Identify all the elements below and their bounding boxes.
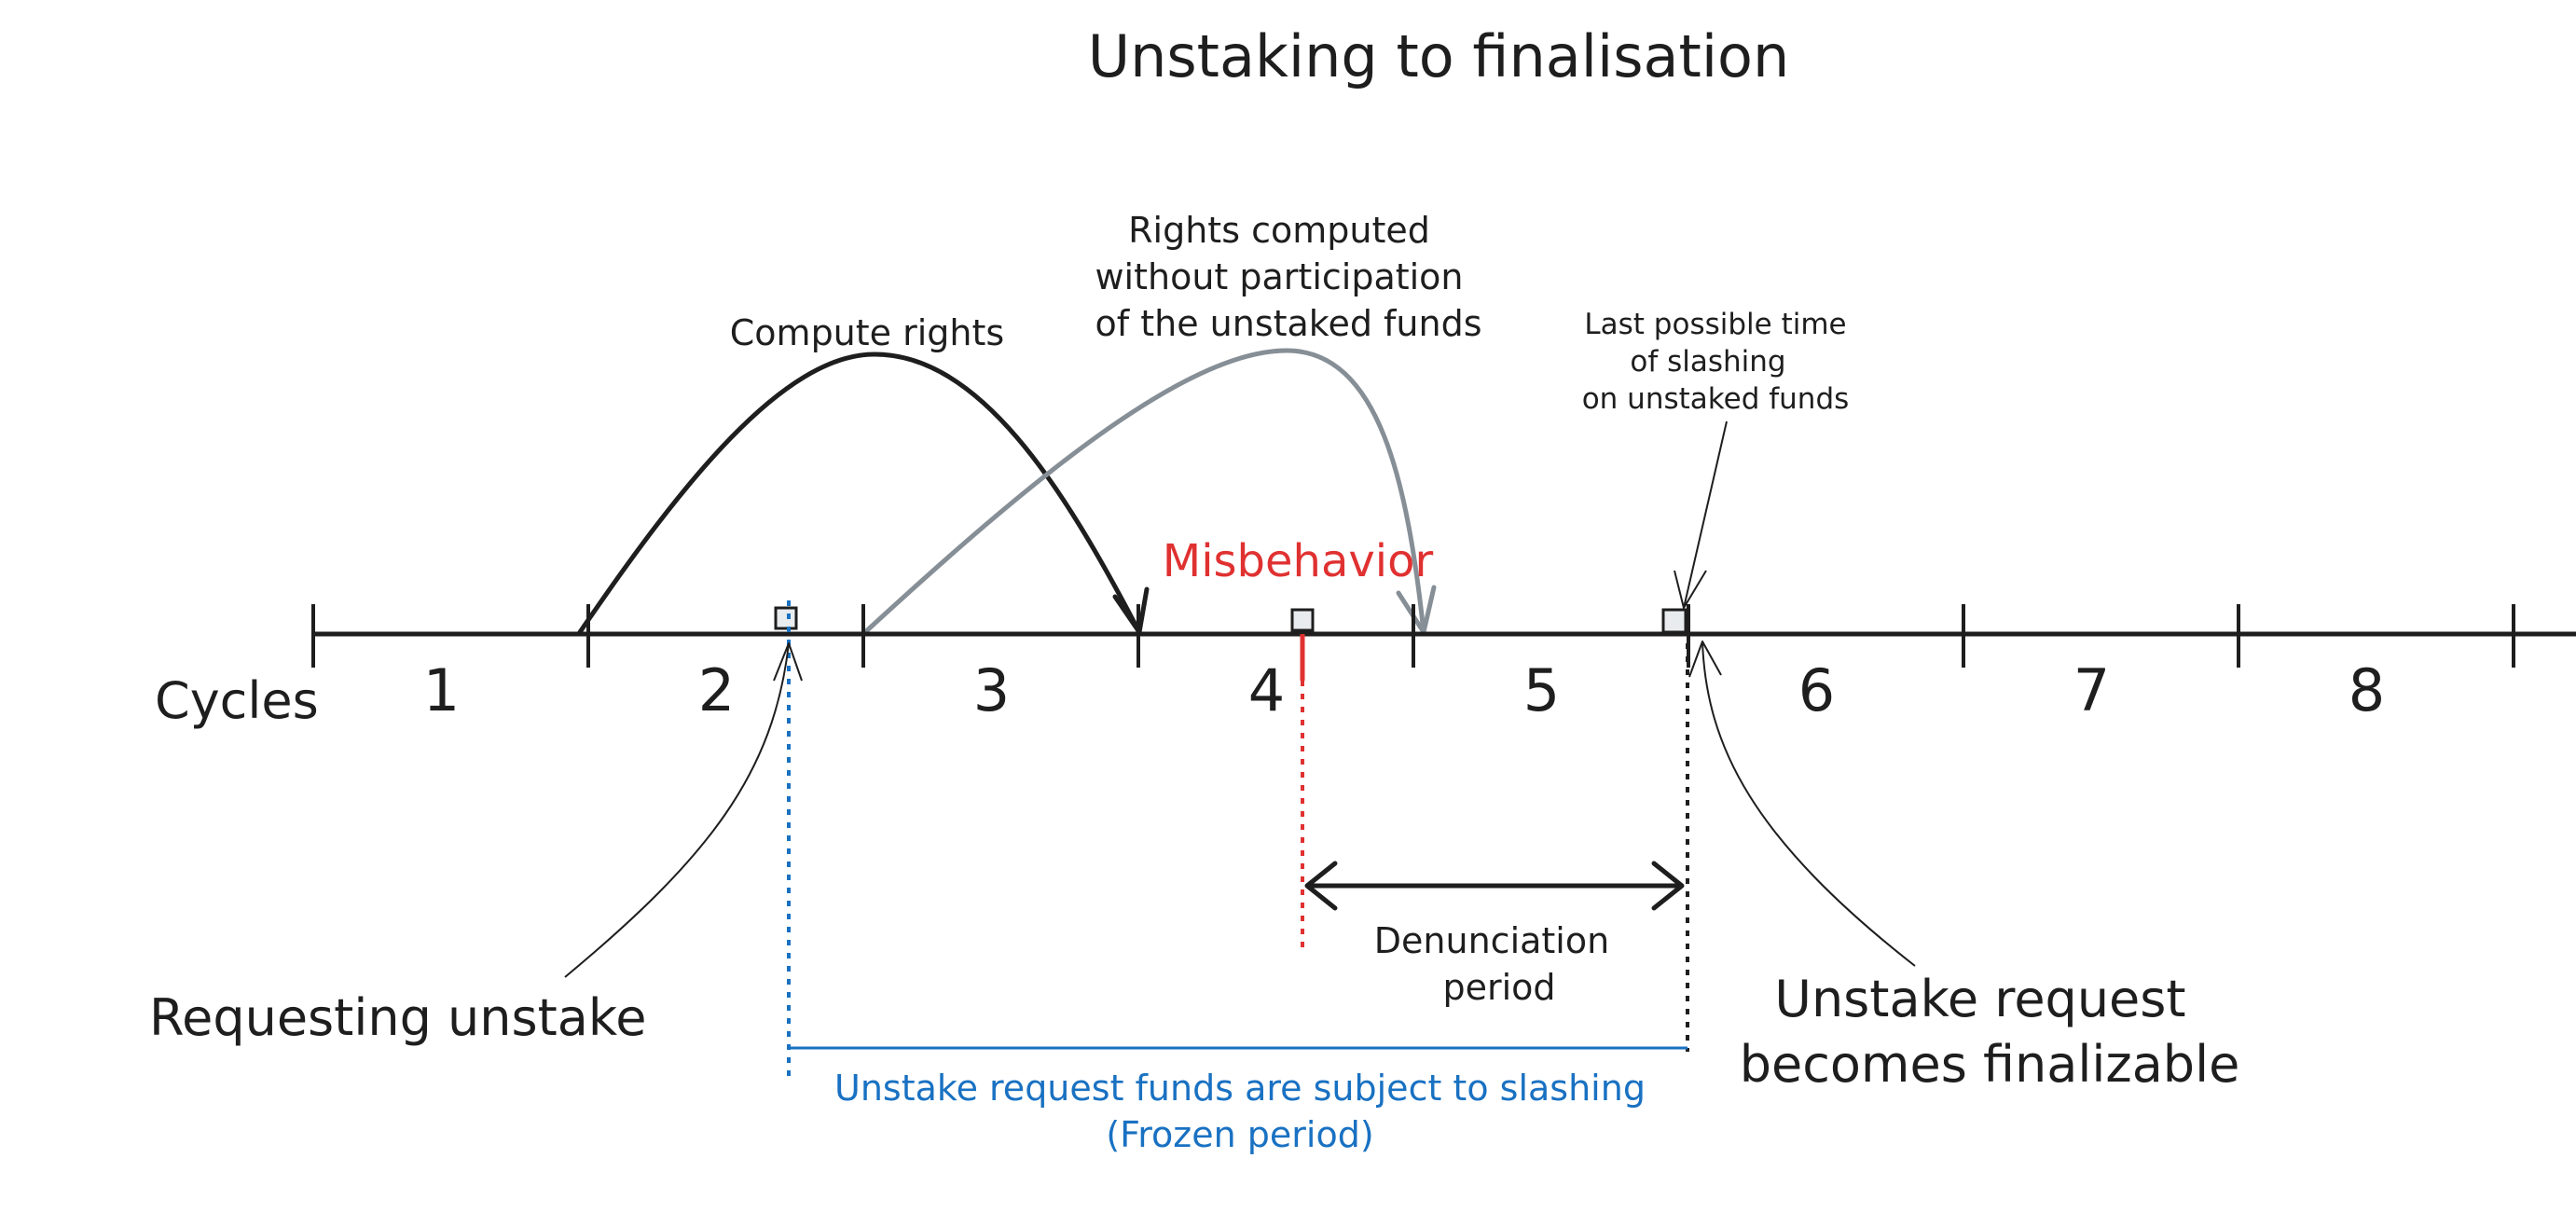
cycle-label-4: 4 — [1248, 656, 1285, 724]
denunciation-label-line-1: Denunciation — [1374, 920, 1609, 961]
cycle-label-1: 1 — [423, 656, 460, 724]
cycle-label-6: 6 — [1798, 656, 1835, 724]
finalizable-pointer-head — [1688, 641, 1722, 678]
cycle-label-5: 5 — [1523, 656, 1560, 724]
requesting-unstake-pointer-head — [773, 642, 803, 682]
compute-rights-label: Compute rights — [730, 312, 1004, 353]
finalizable-pointer — [1701, 641, 1916, 967]
cycle-labels: 1 2 3 4 5 6 7 8 — [423, 656, 2385, 724]
last-possible-label-line-1: Last possible time — [1584, 308, 1846, 341]
requesting-unstake-pointer — [564, 642, 790, 978]
cycles-axis-label: Cycles — [155, 671, 319, 730]
last-possible-pointer — [1683, 420, 1728, 609]
finalizable-label-line-2: becomes finalizable — [1740, 1035, 2240, 1094]
misbehavior-label: Misbehavior — [1163, 535, 1434, 587]
rights-computed-label-line-1: Rights computed — [1128, 210, 1430, 251]
last-possible-label-line-3: on unstaked funds — [1582, 382, 1850, 416]
finalizable-label-line-1: Unstake request — [1774, 970, 2185, 1028]
last-slashing-marker — [1661, 608, 1687, 634]
denunciation-arrow-right — [1651, 861, 1685, 911]
slashing-label-line-1: Unstake request funds are subject to sla… — [834, 1068, 1646, 1109]
cycle-label-2: 2 — [698, 656, 735, 724]
rights-computed-arrow — [862, 348, 1426, 635]
denunciation-label-line-2: period — [1442, 967, 1555, 1008]
cycle-label-7: 7 — [2073, 656, 2110, 724]
misbehavior-marker — [1290, 608, 1315, 632]
rights-computed-label-line-3: of the unstaked funds — [1095, 303, 1482, 344]
slashing-label-line-2: (Frozen period) — [1106, 1114, 1373, 1155]
cycle-label-3: 3 — [973, 656, 1010, 724]
unstake-request-marker — [774, 606, 798, 630]
rights-computed-arrowhead — [1396, 585, 1437, 635]
cycle-label-8: 8 — [2349, 656, 2385, 724]
last-possible-label-line-2: of slashing — [1630, 345, 1785, 379]
rights-computed-label-line-2: without participation — [1095, 256, 1463, 297]
diagram-title: Unstaking to finalisation — [1088, 22, 1790, 90]
compute-rights-arrow — [577, 352, 1142, 635]
denunciation-arrow-left — [1304, 861, 1338, 911]
requesting-unstake-label: Requesting unstake — [149, 988, 646, 1047]
last-possible-pointer-head — [1674, 570, 1707, 609]
